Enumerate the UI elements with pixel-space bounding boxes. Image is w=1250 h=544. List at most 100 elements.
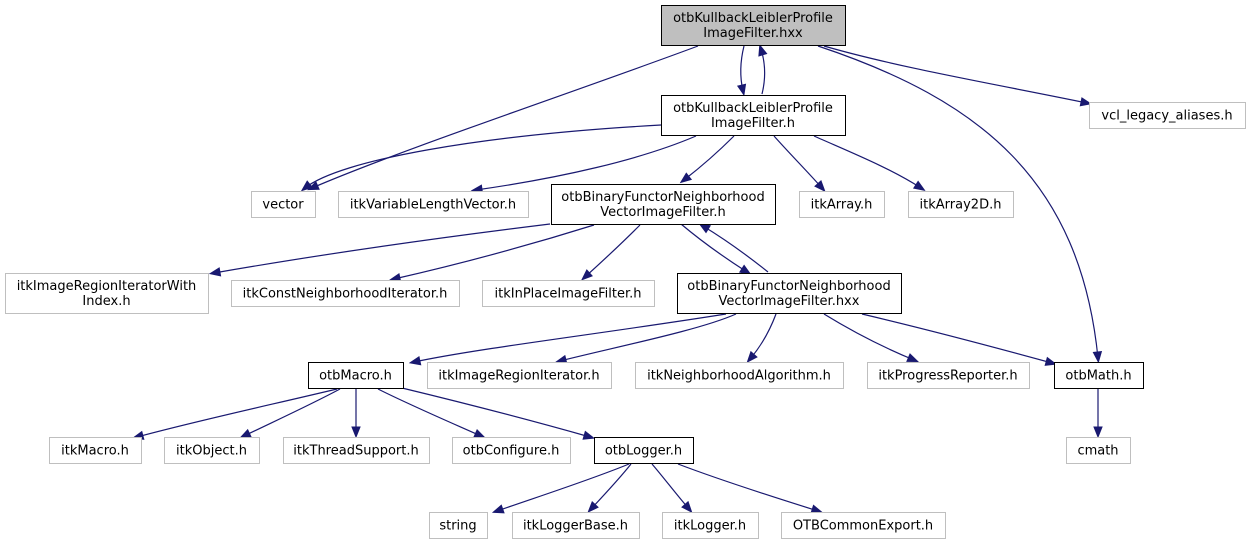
node-box	[429, 512, 488, 539]
node-box	[338, 191, 529, 218]
edge-bfn_hxx-to-itkna	[746, 313, 777, 364]
arrowhead	[300, 180, 314, 192]
node-label: string	[439, 519, 476, 534]
node-bfn_h[interactable]: otbBinaryFunctorNeighborhoodVectorImageF…	[551, 184, 776, 225]
edge-kl_h-to-bfn_h	[679, 135, 735, 184]
node-box	[799, 191, 885, 218]
node-label: otbBinaryFunctorNeighborhood	[561, 190, 764, 205]
edge-bfn_hxx-to-otbmacro	[408, 313, 727, 366]
arrowhead	[1092, 351, 1103, 364]
edge-otbmacro-to-otblogger	[401, 387, 596, 440]
node-itkarray2d[interactable]: itkArray2D.h	[908, 191, 1014, 218]
node-label: otbBinaryFunctorNeighborhood	[687, 279, 890, 294]
node-label: itkProgressReporter.h	[878, 369, 1017, 384]
node-itkloggerbase[interactable]: itkLoggerBase.h	[512, 512, 640, 539]
arrowhead	[208, 267, 222, 277]
edge-bfn_h-to-itkipif	[580, 224, 641, 281]
node-label: OTBCommonExport.h	[793, 519, 933, 534]
node-itkcni[interactable]: itkConstNeighborhoodIterator.h	[231, 280, 460, 307]
node-bfn_hxx[interactable]: otbBinaryFunctorNeighborhoodVectorImageF…	[677, 273, 902, 314]
node-otbmath[interactable]: otbMath.h	[1054, 362, 1144, 389]
node-vector[interactable]: vector	[251, 191, 316, 218]
node-box	[551, 184, 776, 225]
edges-layer	[131, 43, 1103, 514]
arrowhead	[491, 504, 505, 514]
node-label: itkLogger.h	[674, 519, 746, 534]
arrowhead	[746, 350, 758, 364]
node-itkmacro[interactable]: itkMacro.h	[49, 437, 142, 464]
node-label: itkImageRegionIteratorWith	[17, 279, 197, 294]
node-label: Index.h	[82, 294, 130, 309]
node-label: VectorImageFilter.hxx	[719, 294, 860, 309]
node-itkna[interactable]: itkNeighborhoodAlgorithm.h	[635, 362, 844, 389]
node-itkiri[interactable]: itkImageRegionIterator.h	[427, 362, 612, 389]
node-label: ImageFilter.h	[711, 116, 795, 131]
edge-kl_h-to-vector	[300, 124, 662, 192]
node-box	[5, 273, 209, 314]
node-itklogger[interactable]: itkLogger.h	[662, 512, 759, 539]
node-label: itkVariableLengthVector.h	[350, 198, 516, 213]
node-box	[1089, 102, 1246, 129]
node-box	[661, 95, 846, 136]
edge-otbmacro-to-otbconfigure	[377, 388, 486, 439]
node-cmath[interactable]: cmath	[1066, 437, 1131, 464]
node-itkts[interactable]: itkThreadSupport.h	[283, 437, 430, 464]
node-itkarray[interactable]: itkArray.h	[799, 191, 885, 218]
node-itkobject[interactable]: itkObject.h	[164, 437, 260, 464]
node-otbcommonexport[interactable]: OTBCommonExport.h	[781, 512, 946, 539]
arrowhead	[698, 223, 712, 234]
node-box	[781, 512, 946, 539]
edge-otblogger-to-itklogger	[651, 463, 693, 514]
node-label: otbMath.h	[1065, 369, 1131, 384]
node-label: ImageFilter.hxx	[703, 26, 803, 41]
arrowhead	[239, 428, 252, 439]
edge-kl_hxx-to-vcl	[823, 45, 1093, 107]
edge-bfn_hxx-to-itkpr	[823, 313, 919, 363]
node-box	[661, 5, 846, 46]
arrowhead	[679, 172, 693, 184]
arrowhead	[408, 355, 422, 366]
node-label: otbLogger.h	[605, 444, 682, 459]
node-itkpr[interactable]: itkProgressReporter.h	[867, 362, 1030, 389]
arrowhead	[582, 430, 596, 440]
node-itkipif[interactable]: itkInPlaceImageFilter.h	[482, 280, 655, 307]
node-string[interactable]: string	[429, 512, 488, 539]
arrowhead	[1044, 356, 1058, 366]
arrowhead	[906, 353, 919, 363]
edge-bfn_hxx-to-otbmath	[861, 313, 1058, 366]
arrowhead	[1093, 426, 1103, 439]
node-box	[662, 512, 759, 539]
node-label: vcl_legacy_aliases.h	[1101, 109, 1232, 124]
node-label: itkNeighborhoodAlgorithm.h	[647, 369, 831, 384]
node-label: itkObject.h	[176, 444, 247, 459]
node-vcl[interactable]: vcl_legacy_aliases.h	[1089, 102, 1246, 129]
arrowhead	[473, 429, 486, 439]
node-box	[49, 437, 142, 464]
edge-bfn_h-to-itkirwi	[208, 223, 551, 277]
node-box	[594, 437, 694, 464]
node-label: itkInPlaceImageFilter.h	[495, 287, 642, 302]
node-box	[452, 437, 571, 464]
node-box	[1066, 437, 1131, 464]
node-label: otbConfigure.h	[463, 444, 560, 459]
arrowhead	[912, 180, 926, 191]
nodes-layer: otbKullbackLeiblerProfileImageFilter.hxx…	[5, 5, 1246, 539]
node-itkvlv[interactable]: itkVariableLengthVector.h	[338, 191, 529, 218]
node-otbconfigure[interactable]: otbConfigure.h	[452, 437, 571, 464]
node-label: itkArray.h	[811, 198, 873, 213]
node-label: VectorImageFilter.h	[600, 205, 726, 220]
arrowhead	[580, 269, 593, 281]
edge-otbmacro-to-itkts	[351, 389, 361, 439]
node-label: cmath	[1077, 444, 1118, 459]
node-otbmacro[interactable]: otbMacro.h	[308, 362, 404, 389]
node-otblogger[interactable]: otbLogger.h	[594, 437, 694, 464]
node-label: otbKullbackLeiblerProfile	[673, 11, 833, 26]
node-label: vector	[262, 198, 304, 213]
edge-bfn_h-to-itkcni	[388, 224, 595, 283]
arrowhead	[587, 501, 599, 513]
node-box	[427, 362, 612, 389]
arrowhead	[814, 180, 826, 193]
